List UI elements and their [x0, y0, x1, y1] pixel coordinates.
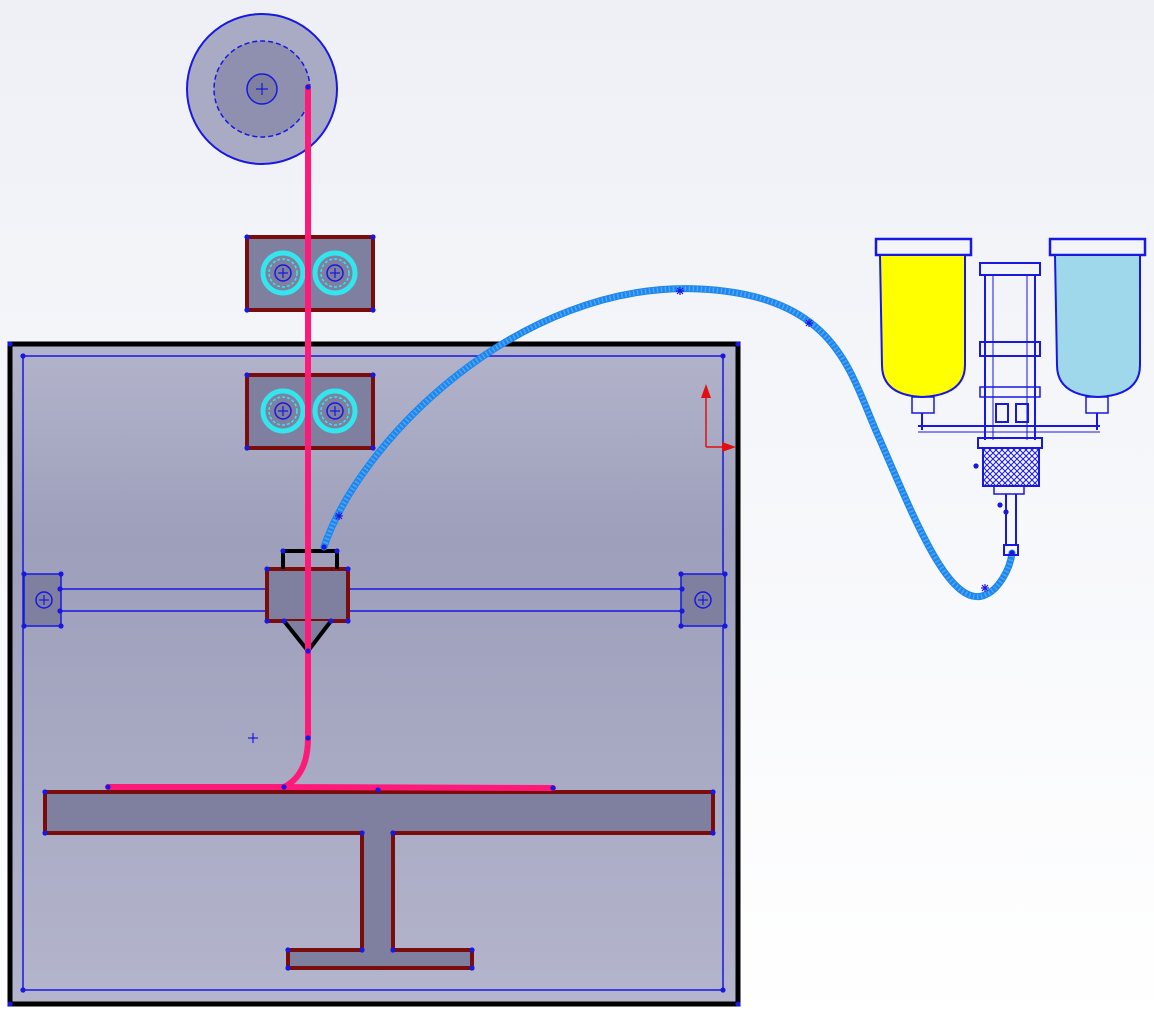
- mixing-column[interactable]: [918, 262, 1100, 556]
- sketch-point: [281, 618, 287, 624]
- sketch-point: [345, 566, 351, 572]
- sketch-point: [58, 571, 64, 577]
- sketch-point: [469, 965, 475, 971]
- print-bed[interactable]: [43, 790, 715, 970]
- tank-yellow[interactable]: [874, 237, 973, 414]
- sketch-point: [973, 463, 979, 469]
- sketch-point: [710, 789, 716, 795]
- sketch-point: [334, 548, 340, 554]
- sketch-point: [105, 784, 111, 790]
- tank-light-blue[interactable]: [1048, 237, 1147, 414]
- sketch-point: [390, 830, 396, 836]
- xy-axis-arrows-icon: [701, 384, 736, 452]
- sketch-point: [370, 234, 376, 240]
- sketch-point: [244, 445, 250, 451]
- sketch-point: [281, 784, 287, 790]
- tank-assembly[interactable]: [874, 237, 1147, 556]
- sketch-point: [678, 623, 684, 629]
- sketch-point: [42, 789, 48, 795]
- sketch-point: [42, 830, 48, 836]
- sketch-point: [57, 586, 63, 592]
- sketch-point: [244, 234, 250, 240]
- sketch-point: [20, 987, 26, 993]
- sketch-point: [264, 566, 270, 572]
- sketch-point: [370, 445, 376, 451]
- sketch-point: [264, 618, 270, 624]
- sketch-point: [280, 548, 286, 554]
- sketch-origin-plus-icon: [248, 733, 258, 743]
- roller-left-icon: [260, 250, 306, 296]
- sketch-point: [244, 372, 250, 378]
- sketch-point: [370, 372, 376, 378]
- sketch-point: [1009, 550, 1015, 556]
- filament-spool[interactable]: [186, 13, 338, 165]
- spline-point-asterisk-icon: [805, 319, 813, 327]
- rail-mount-right-center-icon: [694, 591, 712, 609]
- sketch-point: [7, 341, 13, 347]
- roller-right-icon: [312, 250, 358, 296]
- sketch-point: [359, 830, 365, 836]
- spline-point-asterisk-icon: [335, 512, 343, 520]
- sketch-point: [720, 987, 726, 993]
- sketch-point: [679, 586, 685, 592]
- frame-inner-sketch-line: [22, 355, 724, 991]
- sketch-point: [370, 307, 376, 313]
- bed-base-plate: [286, 948, 474, 970]
- sketch-point: [469, 947, 475, 953]
- gantry-rail[interactable]: [23, 573, 726, 627]
- sketch-point: [57, 608, 63, 614]
- spool-center-mark-icon: [246, 73, 278, 105]
- spline-point-asterisk-icon: [981, 584, 989, 592]
- sketch-point: [305, 735, 311, 741]
- sketch-points: [7, 84, 1015, 1007]
- sketch-point: [328, 618, 334, 624]
- sketch-point: [305, 84, 311, 90]
- sketch-point: [244, 307, 250, 313]
- sketch-point: [7, 1001, 13, 1007]
- sketch-point: [285, 965, 291, 971]
- sketch-point: [21, 623, 27, 629]
- sketch-point: [679, 608, 685, 614]
- sketch-point: [710, 830, 716, 836]
- roller-left-icon: [260, 388, 306, 434]
- roller-right-icon: [312, 388, 358, 434]
- sketch-point: [285, 947, 291, 953]
- sketch-point: [550, 785, 556, 791]
- sketch-point: [20, 353, 26, 359]
- sketch-point: [735, 341, 741, 347]
- sketch-point: [722, 623, 728, 629]
- sketch-point: [21, 571, 27, 577]
- sketch-point: [375, 787, 381, 793]
- sketch-point: [305, 648, 311, 654]
- sketch-point: [678, 571, 684, 577]
- spline-point-asterisk-icon: [676, 287, 684, 295]
- sketch-point: [321, 544, 327, 550]
- sketch-point: [345, 618, 351, 624]
- sketch-point: [359, 947, 365, 953]
- sketch-point: [735, 1001, 741, 1007]
- sketch-point: [997, 502, 1003, 508]
- sketch-point: [1003, 509, 1009, 515]
- bed-support-column: [360, 831, 395, 952]
- rail-mount-left-center-icon: [35, 591, 53, 609]
- sketch-point: [720, 353, 726, 359]
- sketch-point: [390, 947, 396, 953]
- sketch-point: [58, 623, 64, 629]
- mixing-mesh: [982, 447, 1040, 487]
- sketch-point: [722, 571, 728, 577]
